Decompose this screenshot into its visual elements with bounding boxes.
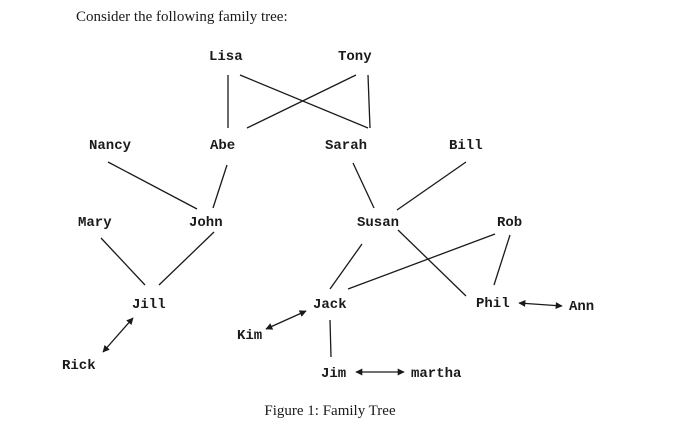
spouse-links	[102, 299, 563, 376]
person-rob: Rob	[497, 215, 523, 231]
spouse-link-jack-kim	[265, 310, 307, 330]
person-abe: Abe	[210, 138, 236, 154]
edge-rob-phil	[493, 234, 511, 286]
parent-child-edges	[100, 74, 511, 358]
person-sarah: Sarah	[325, 138, 368, 154]
person-phil: Phil	[476, 296, 510, 312]
edge-susan-phil	[397, 229, 467, 297]
person-lisa: Lisa	[209, 49, 243, 65]
person-susan: Susan	[357, 215, 400, 231]
person-rick: Rick	[62, 358, 96, 374]
edge-mary-jill	[100, 237, 146, 286]
person-martha: martha	[411, 366, 462, 382]
edge-tony-sarah	[367, 74, 371, 129]
edge-jack-jim	[329, 319, 332, 358]
person-tony: Tony	[338, 49, 372, 65]
person-jack: Jack	[313, 297, 347, 313]
edge-abe-john	[212, 164, 228, 209]
edge-tony-abe	[246, 74, 357, 129]
edge-nancy-john	[107, 161, 198, 210]
spouse-link-phil-ann	[518, 299, 563, 310]
person-kim: Kim	[237, 328, 263, 344]
figure-caption: Figure 1: Family Tree	[264, 403, 396, 419]
person-bill: Bill	[449, 138, 483, 154]
edge-susan-jack	[329, 243, 363, 290]
person-jim: Jim	[321, 366, 347, 382]
person-jill: Jill	[132, 297, 166, 313]
intro-text: Consider the following family tree:	[76, 9, 288, 25]
person-john: John	[189, 215, 223, 231]
edge-sarah-susan	[352, 162, 375, 209]
edge-john-jill	[158, 231, 215, 286]
edge-bill-susan	[396, 161, 467, 211]
person-nancy: Nancy	[89, 138, 132, 154]
edge-lisa-sarah	[239, 74, 369, 129]
spouse-link-jill-rick	[102, 317, 134, 353]
edge-rob-jack	[347, 233, 496, 290]
person-ann: Ann	[569, 299, 595, 315]
person-mary: Mary	[78, 215, 112, 231]
